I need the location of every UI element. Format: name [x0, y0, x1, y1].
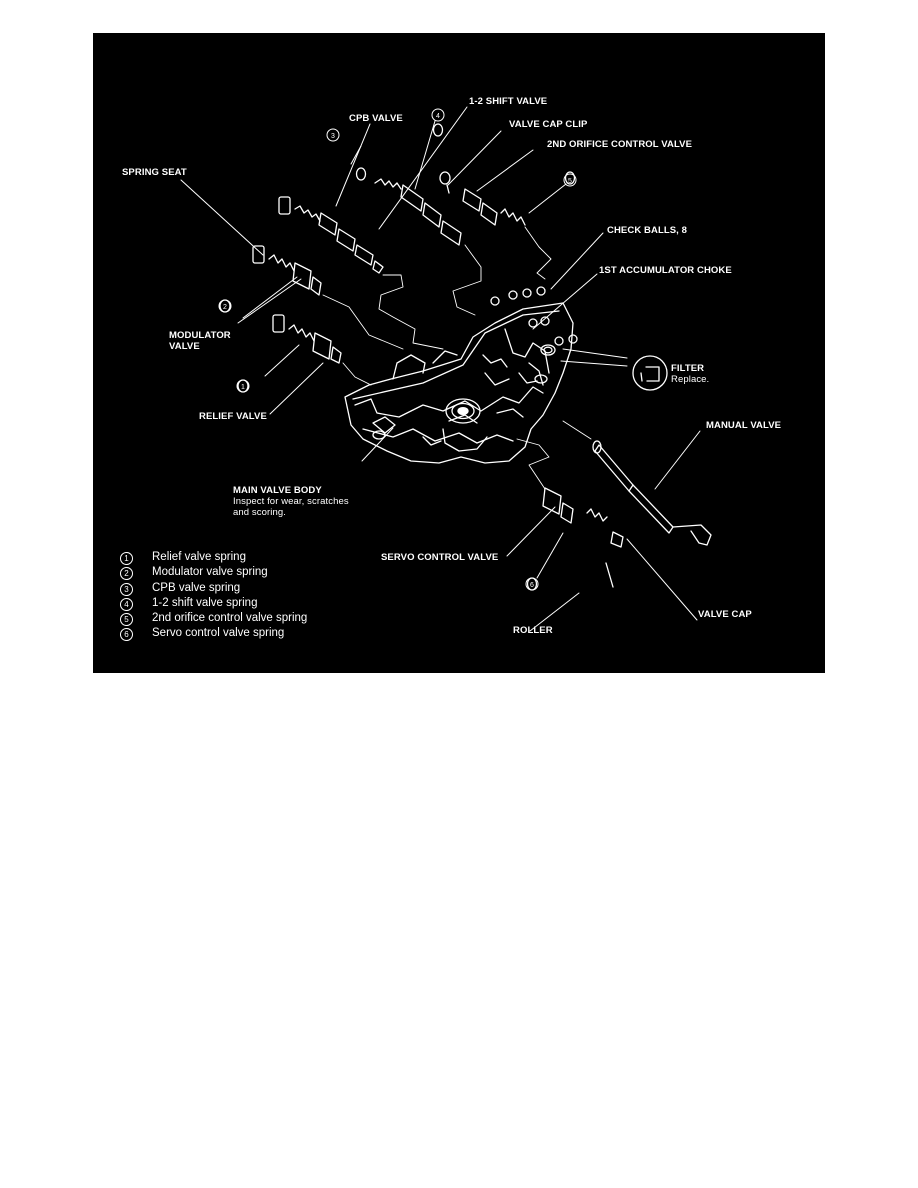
- label-1-2-shift-valve: 1-2 SHIFT VALVE: [469, 96, 548, 107]
- legend-number: 2: [120, 567, 133, 581]
- label-filter: FILTER Replace.: [671, 363, 709, 385]
- legend-text: 2nd orifice control valve spring: [152, 612, 308, 625]
- legend-number: 6: [120, 628, 133, 642]
- label-relief-valve: RELIEF VALVE: [199, 411, 267, 422]
- manual-valve-shape: [592, 440, 712, 546]
- legend-number: 5: [120, 613, 133, 627]
- label-check-balls: CHECK BALLS, 8: [607, 225, 688, 236]
- cpb-valve-shape: [278, 167, 384, 274]
- label-modulator-line-1: MODULATOR: [169, 330, 231, 341]
- label-roller: ROLLER: [513, 625, 553, 636]
- valve-body-exploded-diagram: 1 2 3 4 5 6 1-2 SHIFT VA: [93, 33, 825, 673]
- filter-shape: [632, 355, 668, 391]
- diagram-artwork: 1 2 3 4 5 6: [180, 106, 712, 632]
- callout-6: 6: [525, 577, 539, 591]
- orifice-control-valve-shape: [439, 171, 576, 226]
- label-main-valve-body-title: MAIN VALVE BODY: [233, 485, 322, 496]
- callout-4: 4: [431, 108, 445, 122]
- connection-lines: [322, 226, 592, 490]
- callout-2: 2: [218, 299, 232, 313]
- label-main-valve-body-note-2: and scoring.: [233, 507, 286, 518]
- legend-text: Servo control valve spring: [152, 627, 285, 640]
- callouts: 1 2 3 4 5 6: [218, 108, 577, 591]
- svg-text:4: 4: [436, 113, 440, 120]
- svg-text:6: 6: [530, 582, 534, 589]
- svg-text:1: 1: [241, 384, 245, 391]
- legend-number: 1: [120, 552, 133, 565]
- modulator-valve-shape: [219, 245, 322, 313]
- svg-text:3: 3: [331, 133, 335, 140]
- label-manual-valve: MANUAL VALVE: [706, 420, 782, 431]
- label-filter-title: FILTER: [671, 363, 705, 374]
- legend-number: 3: [120, 582, 133, 596]
- label-main-valve-body: MAIN VALVE BODY Inspect for wear, scratc…: [233, 485, 349, 518]
- leader-lines: [180, 106, 701, 632]
- label-main-valve-body-note-1: Inspect for wear, scratches: [233, 496, 349, 507]
- label-modulator-valve: MODULATOR VALVE: [169, 330, 231, 352]
- label-servo-control-valve: SERVO CONTROL VALVE: [381, 552, 499, 563]
- callout-5: 5: [563, 173, 577, 187]
- legend-text: 1-2 shift valve spring: [152, 596, 258, 609]
- shift-valve-1-2-shape: [374, 123, 462, 246]
- servo-control-valve-shape: [526, 487, 624, 591]
- legend-number: 4: [120, 597, 133, 611]
- label-valve-cap: VALVE CAP: [698, 609, 752, 620]
- check-balls-shape: [490, 286, 578, 346]
- svg-text:2: 2: [223, 304, 227, 311]
- label-2nd-orifice-control-valve: 2ND ORIFICE CONTROL VALVE: [547, 139, 693, 150]
- label-spring-seat: SPRING SEAT: [122, 167, 187, 178]
- callout-1: 1: [236, 379, 250, 393]
- svg-text:5: 5: [568, 178, 572, 185]
- label-valve-cap-clip: VALVE CAP CLIP: [509, 119, 588, 130]
- legend-text: Modulator valve spring: [152, 566, 268, 579]
- legend-text: CPB valve spring: [152, 581, 241, 594]
- label-1st-accumulator-choke: 1ST ACCUMULATOR CHOKE: [599, 265, 732, 276]
- main-valve-body-shape: [344, 302, 574, 464]
- label-cpb-valve: CPB VALVE: [349, 113, 403, 124]
- callout-3: 3: [326, 128, 340, 142]
- label-filter-note: Replace.: [671, 374, 710, 385]
- legend-text: Relief valve spring: [152, 551, 246, 563]
- label-modulator-line-2: VALVE: [169, 341, 200, 352]
